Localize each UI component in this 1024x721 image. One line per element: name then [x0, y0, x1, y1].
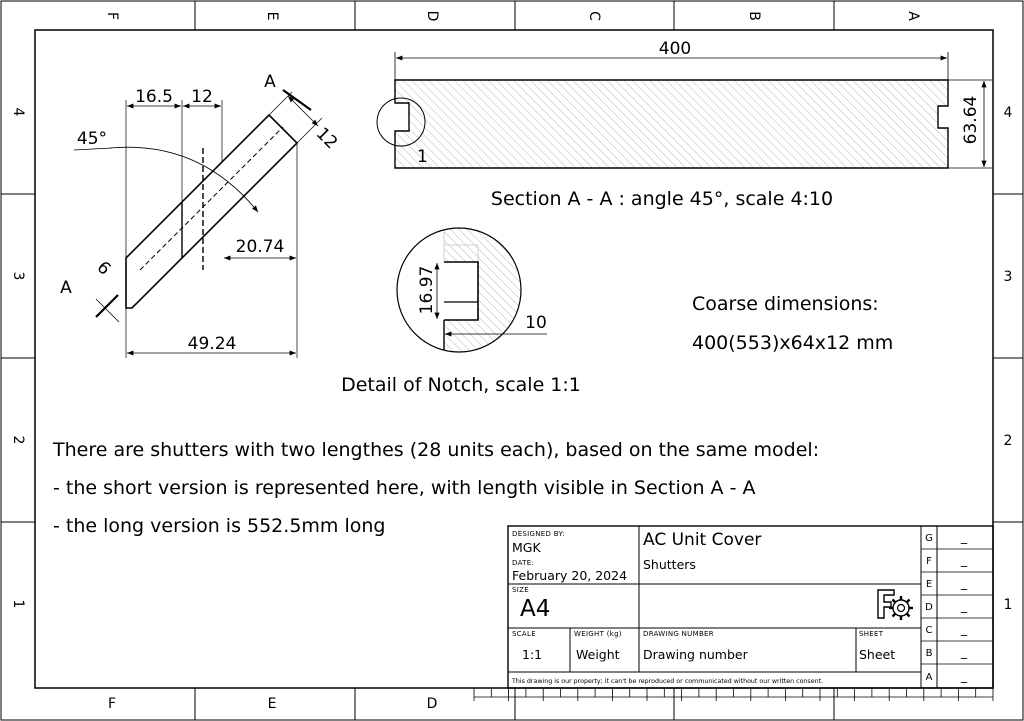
dim-20-74: 20.74 [236, 237, 285, 257]
revision-value-f: _ [960, 552, 968, 567]
zone-col-d-top: D [424, 11, 440, 22]
zone-labels-right: 4 3 2 1 [1004, 105, 1013, 613]
title-block-text: DESIGNED BY: MGK DATE: February 20, 2024… [511, 529, 968, 685]
scale-label: SCALE [512, 630, 536, 638]
revision-c: C [926, 625, 933, 636]
dim-10: 10 [525, 313, 547, 333]
revision-f: F [926, 556, 932, 567]
dim-6: 6 [93, 258, 115, 280]
revision-value-b: _ [960, 644, 968, 659]
angle-arc [109, 146, 259, 213]
size-label: SIZE [512, 586, 529, 594]
section-a-a-view: 400 63.64 1 Section A - A : angle 45°, s… [376, 39, 992, 210]
note-line-3: - the long version is 552.5mm long [53, 515, 385, 537]
revision-value-c: _ [960, 621, 968, 636]
revision-value-e: _ [960, 575, 968, 590]
disclaimer: This drawing is our property; it can't b… [511, 678, 823, 685]
section-caption: Section A - A : angle 45°, scale 4:10 [491, 188, 833, 210]
section-mark-a-top: A [264, 72, 276, 92]
zone-row-3-right: 3 [1004, 269, 1013, 285]
size-value: A4 [520, 596, 550, 622]
dim-400: 400 [659, 39, 691, 59]
sheet-label: SHEET [859, 630, 884, 638]
zone-labels-bottom: F E D [108, 696, 437, 712]
revision-a: A [926, 672, 933, 683]
gear-icon [877, 589, 913, 620]
ruler-ticks [473, 688, 994, 701]
detail-circle [396, 227, 522, 353]
zone-labels-top: F E D C B A [104, 11, 921, 22]
revision-d: D [925, 602, 933, 613]
dim-12-top: 12 [191, 87, 213, 107]
detail-marker-circle [376, 97, 426, 147]
note-line-2: - the short version is represented here,… [53, 477, 755, 499]
designed-by-value: MGK [512, 540, 541, 555]
drawing-number-label: DRAWING NUMBER [643, 630, 714, 638]
zone-row-4-left: 4 [10, 108, 26, 117]
revision-e: E [926, 579, 932, 590]
angled-view: 16.5 12 20.74 49.24 12 6 45° A A [60, 72, 341, 358]
revision-value-d: _ [960, 598, 968, 613]
zone-col-d-bottom: D [427, 696, 438, 712]
angled-part-outline [125, 113, 299, 309]
coarse-dimensions-value: 400(553)x64x12 mm [692, 332, 893, 354]
zone-col-a-top: A [905, 11, 921, 21]
designed-by-label: DESIGNED BY: [512, 530, 565, 538]
dim-63-64: 63.64 [961, 96, 981, 145]
note-line-1: There are shutters with two lengthes (28… [52, 439, 819, 461]
notch-detail-view: 16.97 10 Detail of Notch, scale 1:1 [341, 227, 581, 396]
drawing-number-value: Drawing number [643, 647, 749, 662]
hidden-line-1 [139, 126, 284, 271]
date-value: February 20, 2024 [512, 568, 627, 583]
dim-angle-45: 45° [77, 129, 107, 149]
zone-col-e-top: E [264, 12, 280, 21]
date-label: DATE: [512, 559, 534, 567]
coarse-dimensions-label: Coarse dimensions: [692, 293, 879, 315]
dim-16-97: 16.97 [417, 266, 437, 315]
zone-row-2-left: 2 [10, 436, 26, 445]
revision-value-a: _ [960, 668, 968, 683]
revision-b: B [926, 648, 933, 659]
zone-row-2-right: 2 [1004, 433, 1013, 449]
zone-col-e-bottom: E [268, 696, 277, 712]
detail-marker-number: 1 [417, 147, 428, 167]
zone-labels-left: 4 3 2 1 [10, 108, 26, 609]
zone-col-c-top: C [586, 11, 602, 21]
revision-value-g: _ [960, 529, 968, 544]
section-body [394, 79, 949, 169]
zone-row-4-right: 4 [1004, 105, 1013, 121]
detail-caption: Detail of Notch, scale 1:1 [341, 374, 581, 396]
weight-value: Weight [576, 647, 620, 662]
drawing-title: AC Unit Cover [643, 530, 761, 550]
dim-16-5: 16.5 [135, 87, 173, 107]
dim-49-24: 49.24 [188, 334, 237, 354]
zone-col-f-bottom: F [108, 696, 116, 712]
dim-12-thickness: 12 [312, 124, 341, 153]
sheet-value: Sheet [859, 647, 895, 662]
revision-g: G [925, 533, 933, 544]
zone-row-3-left: 3 [10, 272, 26, 281]
title-block [474, 525, 994, 698]
zone-row-1-left: 1 [10, 600, 26, 609]
zone-col-f-top: F [104, 12, 120, 20]
zone-row-1-right: 1 [1004, 597, 1013, 613]
section-mark-a-bottom: A [60, 278, 72, 298]
scale-value: 1:1 [522, 647, 542, 662]
weight-label: WEIGHT (kg) [574, 630, 622, 638]
zone-col-b-top: B [746, 11, 762, 21]
drawing-subtitle: Shutters [643, 557, 696, 572]
